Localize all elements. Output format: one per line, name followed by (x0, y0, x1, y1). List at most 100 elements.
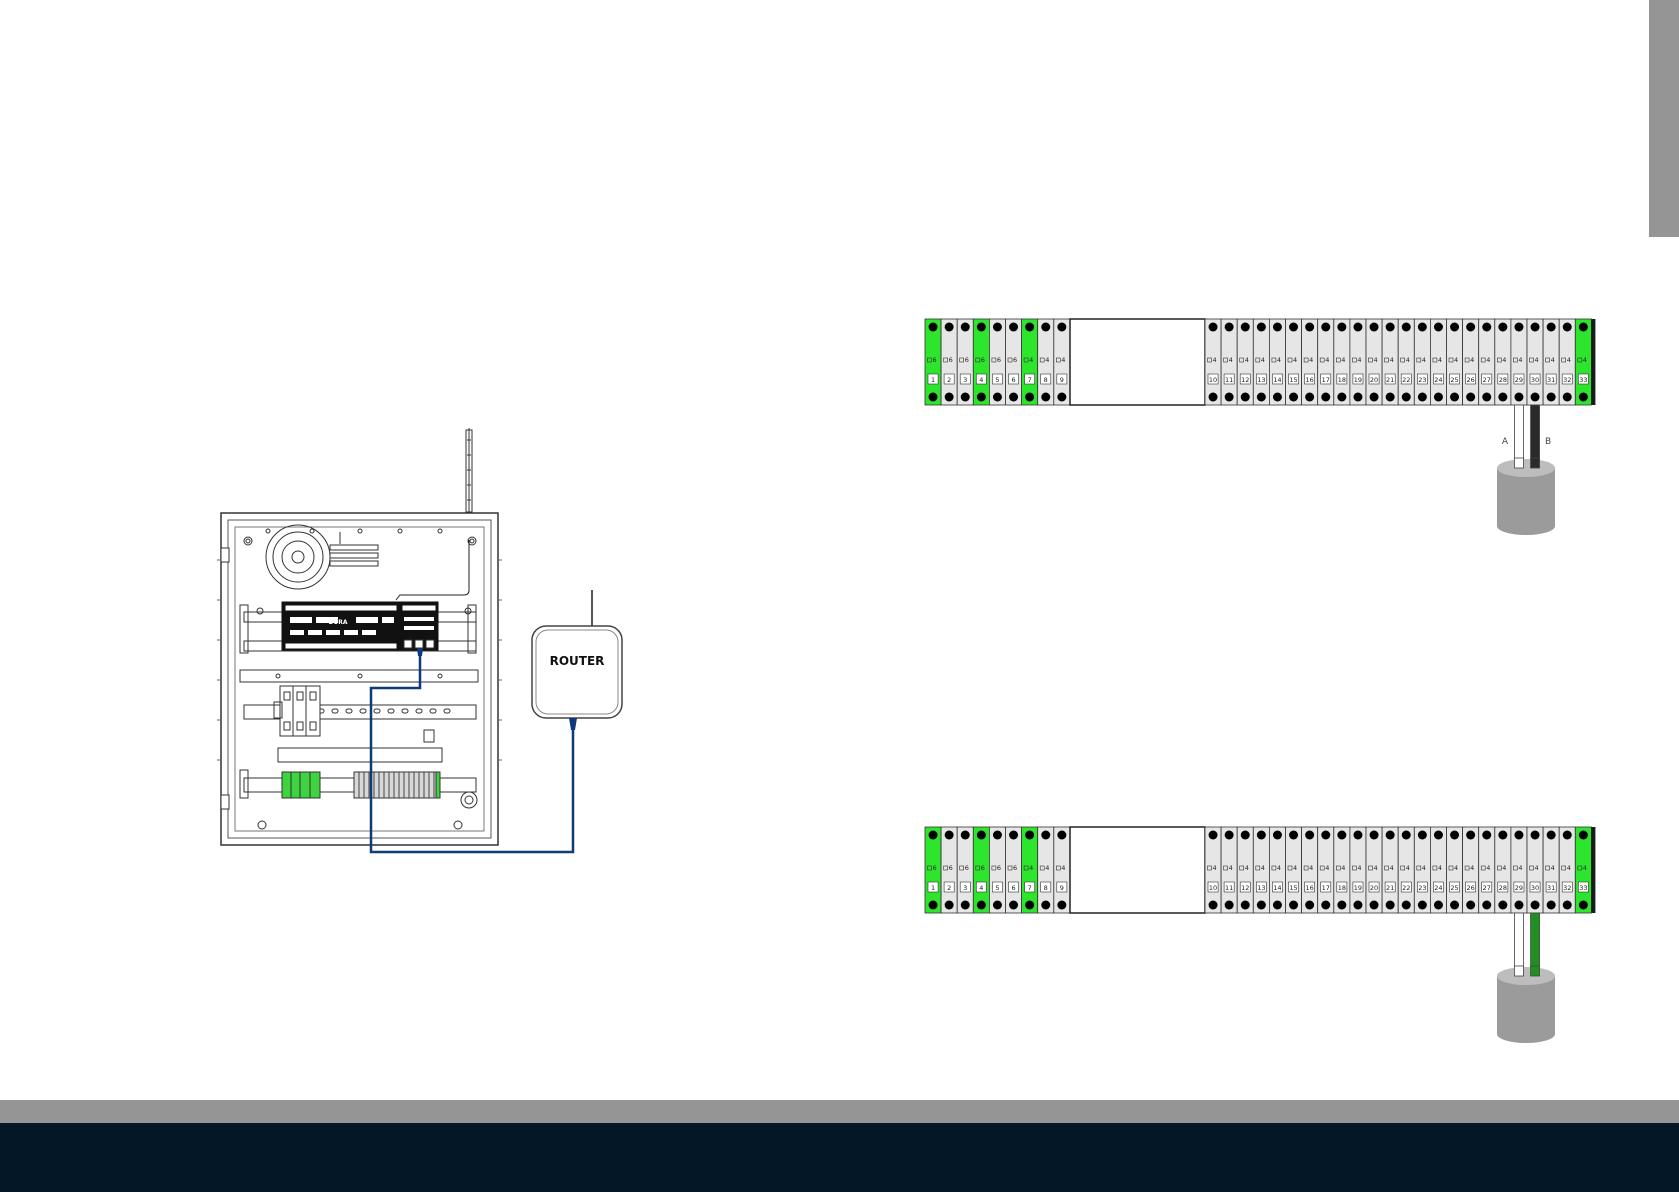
terminal-screw-bottom (1208, 900, 1218, 910)
terminal-screw-bottom (944, 900, 954, 910)
terminal-screw-bottom (1417, 392, 1427, 402)
terminal-rating: 4 (1213, 864, 1217, 872)
terminal-screw-bottom (1208, 392, 1218, 402)
terminal-rating: 6 (949, 356, 953, 364)
terminal-screw-bottom (1546, 392, 1556, 402)
terminal-number: 23 (1418, 376, 1426, 384)
terminal-number: 24 (1434, 376, 1442, 384)
terminal-rating: 4 (1583, 356, 1587, 364)
terminal-screw-bottom (1025, 900, 1035, 910)
terminal-28: 428 (1494, 826, 1512, 914)
terminal-screw-top (1401, 322, 1411, 332)
terminal-number: 32 (1563, 376, 1571, 384)
terminal-screw-bottom (1466, 900, 1476, 910)
terminal-screw-bottom (1025, 392, 1035, 402)
terminal-rating: 4 (1293, 864, 1297, 872)
terminal-rating: 4 (1438, 356, 1442, 364)
terminal-32: 432 (1558, 826, 1576, 914)
terminal-number: 5 (995, 376, 999, 384)
terminal-number: 30 (1531, 376, 1539, 384)
terminal-screw-top (1289, 322, 1299, 332)
terminal-screw-top (1482, 322, 1492, 332)
terminal-rating: 4 (1551, 864, 1555, 872)
terminal-number: 24 (1434, 884, 1442, 892)
terminal-screw-top (928, 322, 938, 332)
terminal-number: 17 (1322, 376, 1330, 384)
terminal-number: 7 (1028, 376, 1032, 384)
terminal-rating: 4 (1390, 864, 1394, 872)
terminal-rating: 4 (1583, 864, 1587, 872)
terminal-rating: 6 (965, 864, 969, 872)
terminal-22: 422 (1397, 318, 1415, 406)
terminal-21: 4 21 (1381, 318, 1399, 406)
terminal-screw-bottom (928, 392, 938, 402)
terminal-number: 6 (1011, 884, 1015, 892)
terminal-rating: 4 (1406, 356, 1410, 364)
terminal-25: 425 (1446, 318, 1464, 406)
terminal-screw-top (1321, 830, 1331, 840)
terminal-8: 48 (1037, 826, 1055, 914)
terminal-screw-bottom (1057, 900, 1067, 910)
terminal-number: 5 (995, 884, 999, 892)
terminal-rating: 6 (997, 356, 1001, 364)
terminal-screw-bottom (976, 392, 986, 402)
terminal-number: 26 (1467, 884, 1475, 892)
terminal-rating: 6 (949, 864, 953, 872)
terminal-screw-bottom (1562, 392, 1572, 402)
terminal-17: 417 (1317, 318, 1335, 406)
terminal-screw-top (1224, 830, 1234, 840)
terminal-screw-bottom (1272, 900, 1282, 910)
terminal-screw-top (1514, 322, 1524, 332)
terminal-number: 11 (1225, 376, 1233, 384)
terminal-screw-bottom (1514, 392, 1524, 402)
terminal-screw-top (944, 322, 954, 332)
terminal-rating: 4 (1454, 864, 1458, 872)
terminal-screw-top (1433, 322, 1443, 332)
terminal-screw-bottom (1289, 392, 1299, 402)
terminal-screw-top (1417, 322, 1427, 332)
terminal-rating: 4 (1486, 356, 1490, 364)
terminal-screw-top (1256, 830, 1266, 840)
terminal-screw-bottom (1224, 900, 1234, 910)
terminal-screw-bottom (1530, 900, 1540, 910)
terminal-number: 6 (1011, 376, 1015, 384)
terminal-screw-top (944, 830, 954, 840)
terminal-screw-top (1057, 322, 1067, 332)
router: ROUTER (531, 590, 623, 730)
terminal-screw-top (1369, 322, 1379, 332)
terminal-rating: 4 (1502, 356, 1506, 364)
control-cabinet: DURA (217, 428, 502, 846)
terminal-screw-top (1009, 830, 1019, 840)
terminal-screw-top (1337, 322, 1347, 332)
terminal-screw-top (1057, 830, 1067, 840)
terminal-screw-bottom (928, 900, 938, 910)
terminal-rating: 6 (933, 356, 937, 364)
terminal-rating: 4 (1029, 356, 1033, 364)
terminal-rating: 4 (1390, 356, 1394, 364)
terminal-rating: 6 (981, 864, 985, 872)
terminal-9: 49 (1053, 318, 1071, 406)
terminal-screw-top (1417, 830, 1427, 840)
terminal-screw-top (1289, 830, 1299, 840)
terminal-screw-top (1041, 830, 1051, 840)
terminal-number: 22 (1402, 884, 1410, 892)
controller-brand: DURA (328, 619, 347, 626)
terminal-28: 428 (1494, 318, 1512, 406)
terminal-screw-top (1009, 322, 1019, 332)
terminal-screw-top (1272, 322, 1282, 332)
terminal-screw-top (960, 322, 970, 332)
terminal-screw-bottom (960, 900, 970, 910)
terminal-number: 33 (1579, 884, 1587, 892)
terminal-screw-bottom (976, 900, 986, 910)
terminal-number: 21 (1386, 376, 1394, 384)
terminal-rating: 4 (1357, 356, 1361, 364)
router-label: ROUTER (550, 654, 605, 668)
terminal-26: 426 (1462, 826, 1480, 914)
terminal-screw-top (960, 830, 970, 840)
terminal-screw-bottom (1401, 392, 1411, 402)
terminal-rating: 6 (997, 864, 1001, 872)
terminal-screw-top (1353, 322, 1363, 332)
terminal-screw-bottom (1321, 900, 1331, 910)
terminal-rating: 4 (1061, 356, 1065, 364)
terminal-screw-bottom (1530, 392, 1540, 402)
